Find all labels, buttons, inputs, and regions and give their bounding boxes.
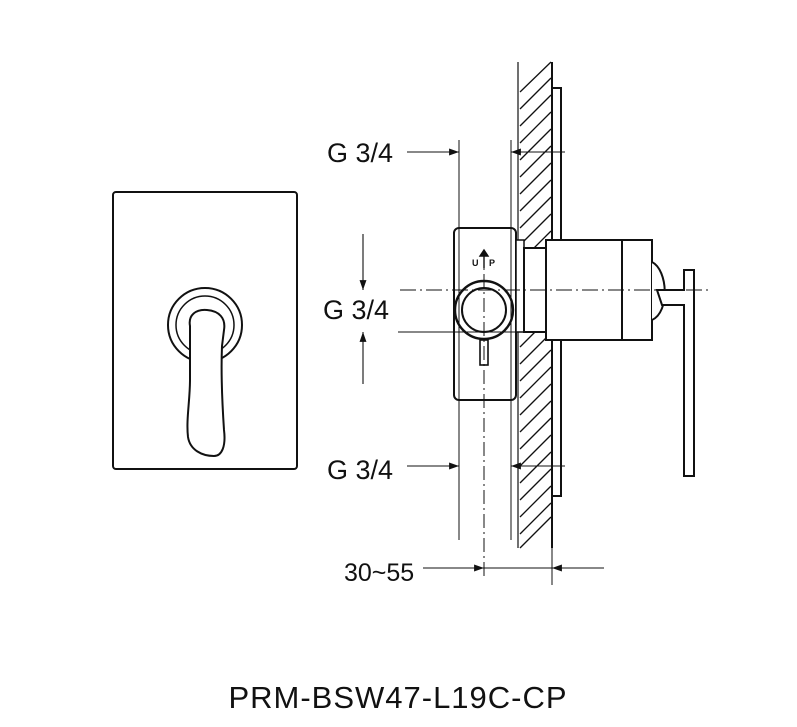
hatch-line	[519, 400, 552, 433]
hatch-line	[519, 417, 552, 450]
up-marker-u: U	[472, 258, 479, 268]
hatch-line	[519, 145, 552, 178]
model-number: PRM-BSW47-L19C-CP	[228, 680, 567, 715]
depth-range-label: 30~55	[344, 559, 414, 587]
bottom-thread-label: G 3/4	[327, 455, 393, 485]
hatch-line	[519, 349, 552, 382]
front-lever-handle	[186, 308, 226, 458]
hatch-line	[519, 468, 552, 501]
hatch-line	[519, 128, 552, 161]
middle-thread-label: G 3/4	[323, 295, 389, 325]
front-cover-plate	[112, 191, 298, 470]
dimension-lines	[359, 140, 708, 585]
hatch-line	[519, 61, 552, 93]
hatch-line	[519, 516, 552, 549]
top-thread-label: G 3/4	[327, 138, 393, 168]
up-marker-p: P	[489, 258, 495, 268]
valve-body-neck	[515, 239, 525, 333]
front-view	[112, 191, 298, 470]
hatch-line	[519, 434, 552, 467]
hatch-line	[519, 196, 552, 229]
hatch-line	[519, 383, 552, 416]
side-view	[453, 61, 695, 549]
hatch-line	[519, 111, 552, 144]
hatch-line	[519, 213, 552, 246]
hatch-line	[519, 485, 552, 518]
hatch-line	[519, 77, 552, 110]
hatch-line	[519, 179, 552, 212]
hatch-line	[519, 94, 552, 127]
hatch-line	[519, 451, 552, 484]
hatch-line	[519, 162, 552, 195]
side-lever-handle	[655, 269, 695, 477]
hatch-line	[519, 366, 552, 399]
hatch-line	[519, 502, 552, 535]
